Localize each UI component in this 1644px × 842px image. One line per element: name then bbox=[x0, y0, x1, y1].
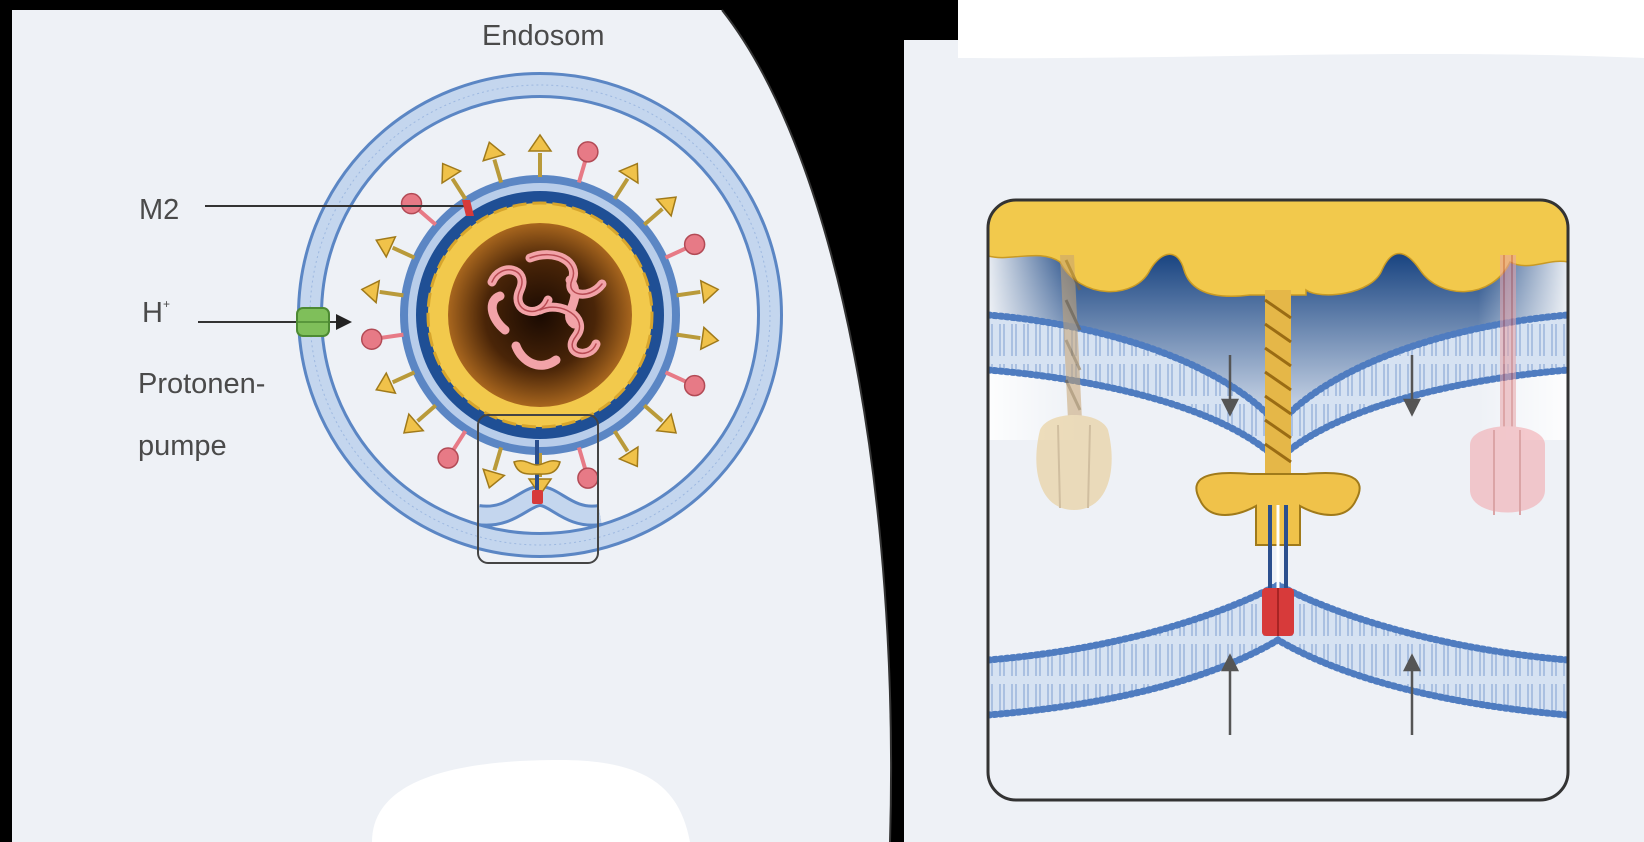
h-plus-label: H+ bbox=[142, 298, 170, 328]
cell-background bbox=[12, 10, 891, 842]
neuraminidase-head bbox=[362, 329, 382, 349]
neuraminidase-head bbox=[578, 142, 598, 162]
influenza-virion bbox=[400, 175, 680, 455]
neuraminidase-head bbox=[402, 194, 422, 214]
neuraminidase-head bbox=[578, 468, 598, 488]
neuraminidase-head bbox=[685, 376, 705, 396]
white-mask-top bbox=[958, 0, 1644, 58]
neuraminidase-head bbox=[438, 448, 458, 468]
h-plus-base: H bbox=[142, 297, 163, 329]
proton-pump-label-line2: pumpe bbox=[138, 432, 227, 461]
zoom-panel bbox=[988, 200, 1568, 800]
neuraminidase-head bbox=[685, 234, 705, 254]
viral-core bbox=[448, 223, 632, 407]
h-plus-sup: + bbox=[163, 297, 170, 311]
proton-pump-label-line1: Protonen- bbox=[138, 370, 265, 399]
endosome-label: Endosom bbox=[482, 22, 605, 51]
m2-label: M2 bbox=[139, 196, 179, 225]
